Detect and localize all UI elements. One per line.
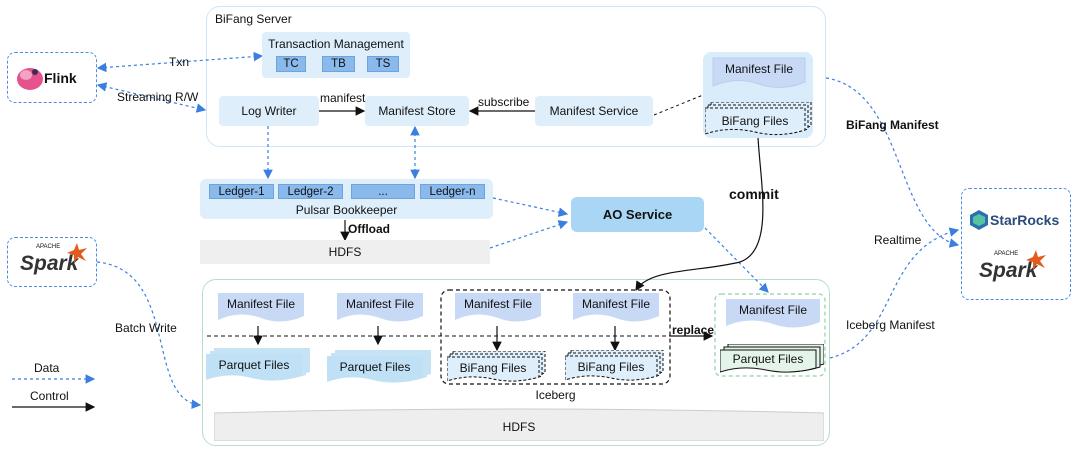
parquet-files-1: Parquet Files xyxy=(206,348,310,382)
replacement-manifest-file-label: Manifest File xyxy=(738,303,808,317)
ledger-1-chip: Ledger-1 xyxy=(209,184,274,199)
bifang-server-title: BiFang Server xyxy=(215,12,292,26)
document-icon xyxy=(712,57,806,88)
iceberg-title: Iceberg xyxy=(535,388,576,402)
realtime-label: Realtime xyxy=(874,233,922,247)
document-icon xyxy=(455,293,541,322)
iceberg-hdfs-cylinder: HDFS xyxy=(214,407,824,441)
iceberg-bifang-files-2-label: BiFang Files xyxy=(577,360,645,374)
iceberg-manifest-file-2-label: Manifest File xyxy=(345,297,415,311)
iceberg-bifang-files-1: BiFang Files xyxy=(447,351,547,383)
parquet-files-1-label: Parquet Files xyxy=(218,358,290,372)
subscribe-edge-label: subscribe xyxy=(478,95,530,109)
ledger-ellipsis-chip: ... xyxy=(351,184,415,199)
legend-control-label: Control xyxy=(30,389,69,403)
legend-data-label: Data xyxy=(34,361,60,375)
parquet-files-2-label: Parquet Files xyxy=(339,360,411,374)
query-engines-box: StarRocks APACHE Spark xyxy=(961,188,1071,300)
iceberg-hdfs-label: HDFS xyxy=(502,420,536,434)
iceberg-manifest-file-3-label: Manifest File xyxy=(463,297,533,311)
server-bifang-files: BiFang Files xyxy=(705,102,813,136)
server-bifang-files-label: BiFang Files xyxy=(721,114,789,128)
flink-squirrel-icon xyxy=(17,68,43,90)
iceberg-manifest-label: Iceberg Manifest xyxy=(846,318,935,332)
file-stack-icon xyxy=(565,350,664,381)
spark-apache-text-right: APACHE xyxy=(994,251,1019,257)
starrocks-logo-text: StarRocks xyxy=(990,212,1060,228)
flink-logo-box: Flink xyxy=(7,52,97,103)
iceberg-manifest-file-4-label: Manifest File xyxy=(581,297,651,311)
iceberg-manifest-file-4: Manifest File xyxy=(573,293,659,325)
ledger-n-chip: Ledger-n xyxy=(420,184,485,199)
spark-logo-box-left: APACHE Spark xyxy=(7,237,97,287)
iceberg-bifang-files-2: BiFang Files xyxy=(565,350,665,382)
log-writer-box: Log Writer xyxy=(219,96,319,126)
ts-chip: TS xyxy=(367,56,399,72)
file-stack-icon xyxy=(206,348,310,381)
spark-logo-text-right: Spark xyxy=(979,259,1038,282)
iceberg-manifest-file-3: Manifest File xyxy=(455,293,541,325)
replacement-parquet-files-label: Parquet Files xyxy=(732,352,804,366)
manifest-store-box: Manifest Store xyxy=(365,96,469,126)
transaction-management-title: Transaction Management xyxy=(268,37,404,51)
flink-logo-text: Flink xyxy=(44,70,77,86)
ao-service-box: AO Service xyxy=(571,197,704,232)
offload-label: Offload xyxy=(348,222,390,236)
manifest-service-box: Manifest Service xyxy=(535,96,653,126)
txn-label: Txn xyxy=(169,55,190,69)
spark-star-icon-right xyxy=(1026,250,1046,270)
hdfs-top-box: HDFS xyxy=(200,240,490,264)
starrocks-icon xyxy=(970,210,988,230)
spark-logo-text-left: Spark xyxy=(20,252,79,275)
tc-chip: TC xyxy=(276,56,306,72)
pulsar-bookkeeper-label: Pulsar Bookkeeper xyxy=(295,203,398,217)
replacement-manifest-file: Manifest File xyxy=(726,299,820,331)
spark-apache-text-left: APACHE xyxy=(36,244,61,250)
tb-chip: TB xyxy=(322,56,355,72)
parquet-files-2: Parquet Files xyxy=(327,350,431,384)
spark-star-icon xyxy=(67,243,87,263)
file-stack-icon xyxy=(705,102,812,136)
document-icon xyxy=(218,293,304,322)
manifest-edge-label: manifest xyxy=(320,91,366,105)
iceberg-manifest-file-1: Manifest File xyxy=(218,293,304,325)
ledger-2-chip: Ledger-2 xyxy=(278,184,343,199)
file-stack-icon xyxy=(327,350,431,383)
replace-label: replace xyxy=(672,323,715,337)
streaming-rw-label: Streaming R/W xyxy=(117,90,199,104)
document-icon xyxy=(726,299,820,328)
iceberg-manifest-file-2: Manifest File xyxy=(337,293,423,325)
storage-cylinder-icon xyxy=(214,408,824,441)
iceberg-manifest-file-1-label: Manifest File xyxy=(226,297,296,311)
replacement-parquet-files: Parquet Files xyxy=(720,344,824,374)
file-stack-icon xyxy=(447,351,546,382)
commit-label: commit xyxy=(729,186,779,202)
server-manifest-file-label: Manifest File xyxy=(724,62,794,76)
document-icon xyxy=(573,293,659,322)
file-stack-icon xyxy=(720,344,824,373)
document-icon xyxy=(337,293,423,322)
iceberg-bifang-files-1-label: BiFang Files xyxy=(459,361,527,375)
batch-write-label: Batch Write xyxy=(115,321,177,335)
bifang-manifest-label: BiFang Manifest xyxy=(846,118,939,132)
server-manifest-file: Manifest File xyxy=(712,57,806,90)
